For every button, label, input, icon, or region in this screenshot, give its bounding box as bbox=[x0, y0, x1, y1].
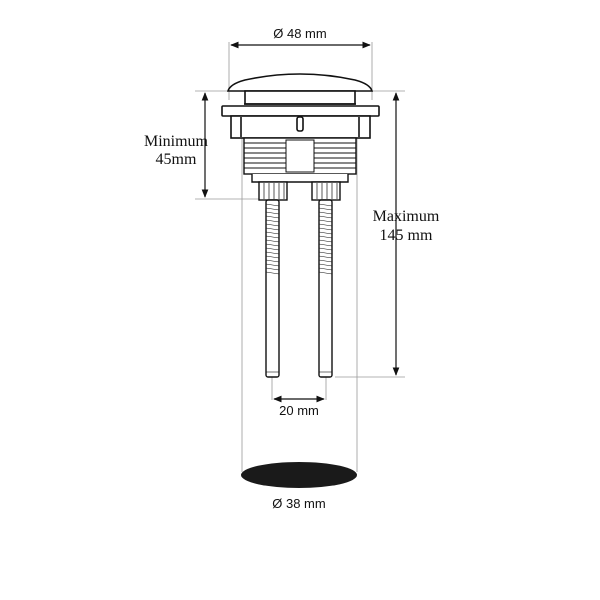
push-button-cap bbox=[221, 73, 380, 139]
threaded-body bbox=[243, 137, 357, 183]
threaded-rods bbox=[265, 199, 333, 378]
hole-diameter-label: Ø 38 mm bbox=[272, 496, 325, 511]
maximum-label-line2: 145 mm bbox=[380, 227, 433, 244]
extension-lines bbox=[195, 42, 405, 472]
rod-spacing-label: 20 mm bbox=[279, 403, 319, 418]
button-diameter-label: Ø 48 mm bbox=[273, 26, 326, 41]
minimum-label-line1: Minimum bbox=[144, 133, 209, 150]
maximum-label-line1: Maximum bbox=[373, 208, 440, 225]
mounting-hole bbox=[241, 462, 357, 488]
minimum-label-line2: 45mm bbox=[156, 151, 197, 168]
rod-collars bbox=[258, 181, 341, 201]
dimension-arrows bbox=[201, 41, 400, 403]
